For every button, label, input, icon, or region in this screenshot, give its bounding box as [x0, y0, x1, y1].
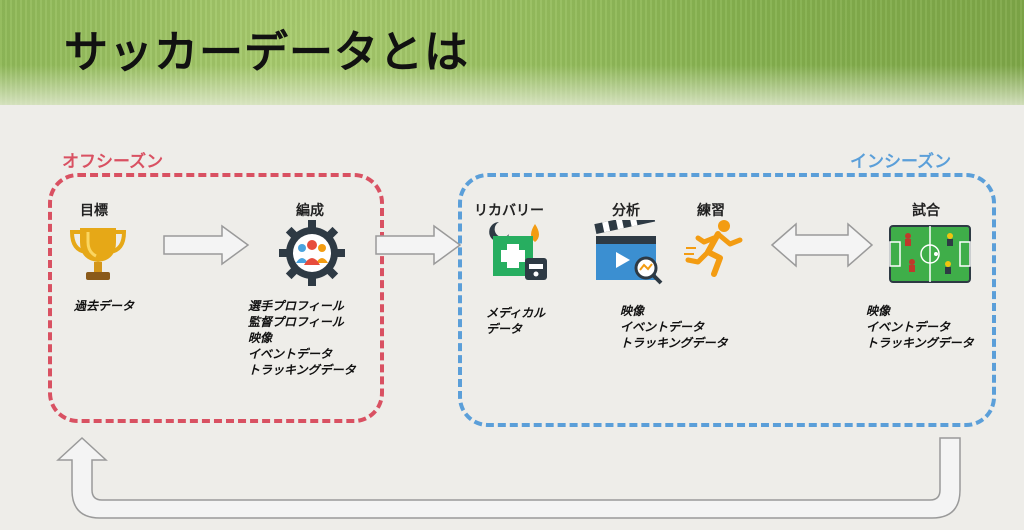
arrow-right-icon: [163, 224, 250, 266]
inseason-box: [458, 173, 996, 427]
stage-label-match: 試合: [912, 203, 940, 219]
data-item: 選手プロフィール: [248, 299, 344, 313]
team-gear-icon: [277, 218, 347, 288]
arrow-right-icon: [375, 224, 462, 266]
stage-label-formation: 編成: [296, 203, 324, 219]
data-item: トラッキングデータ: [866, 336, 974, 350]
data-item: 監督プロフィール: [248, 315, 344, 329]
offseason-label: オフシーズン: [62, 152, 164, 172]
data-item: イベントデータ: [248, 347, 333, 361]
video-analysis-icon: [594, 220, 666, 286]
running-icon: [684, 218, 748, 282]
data-item: イベントデータ: [620, 320, 705, 334]
trophy-icon: [66, 220, 130, 284]
double-arrow-icon: [770, 222, 874, 268]
data-item: メディカル: [486, 306, 546, 320]
stage-label-practice: 練習: [697, 203, 725, 219]
data-item: トラッキングデータ: [248, 363, 356, 377]
data-item: イベントデータ: [866, 320, 951, 334]
inseason-label: インシーズン: [850, 152, 952, 172]
analysis-data-list: 映像 イベントデータ トラッキングデータ: [620, 303, 728, 351]
goal-data-list: 過去データ: [74, 298, 134, 314]
stage-label-analysis: 分析: [612, 203, 640, 219]
recovery-data-list: メディカル データ: [486, 305, 545, 337]
data-item: 映像: [248, 331, 273, 345]
offseason-box: [48, 173, 384, 423]
data-item: 過去データ: [74, 299, 135, 313]
page-title: サッカーデータとは: [64, 27, 469, 78]
stage-label-recovery: リカバリー: [474, 203, 544, 219]
header-grass-banner: [0, 0, 1024, 105]
match-data-list: 映像 イベントデータ トラッキングデータ: [866, 303, 974, 351]
data-item: データ: [486, 322, 523, 336]
data-item: 映像: [866, 304, 891, 318]
stage-label-goal: 目標: [80, 203, 108, 219]
soccer-field-icon: [888, 224, 972, 284]
data-item: 映像: [620, 304, 645, 318]
medical-icon: [485, 220, 553, 284]
data-item: トラッキングデータ: [620, 336, 728, 350]
formation-data-list: 選手プロフィール 監督プロフィール 映像 イベントデータ トラッキングデータ: [248, 298, 356, 378]
